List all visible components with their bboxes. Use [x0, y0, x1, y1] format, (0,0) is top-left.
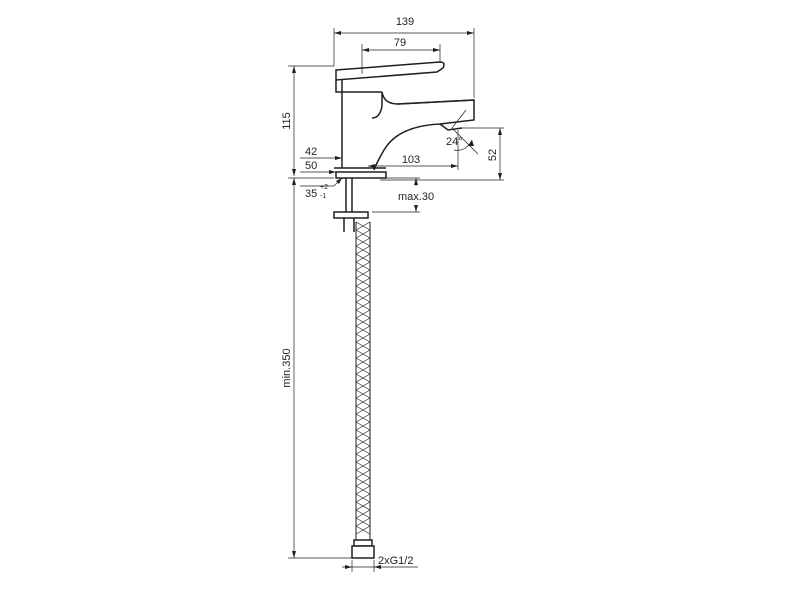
dim-max-thickness — [372, 177, 420, 213]
label-connection: 2xG1/2 — [378, 555, 413, 567]
dim-spout-angle — [451, 109, 479, 155]
mounting-assembly — [333, 178, 369, 232]
dim-total-width — [333, 28, 475, 98]
label-hole-diameter: 35 — [305, 188, 317, 200]
label-total-width: 139 — [396, 16, 414, 28]
dim-lever-width — [361, 44, 441, 74]
label-hole-tol-minus: -1 — [320, 193, 326, 200]
label-max-thickness: max.30 — [398, 191, 434, 203]
label-lever-width: 79 — [394, 37, 406, 49]
dim-height — [288, 65, 334, 176]
label-base-offset-top: 42 — [305, 146, 317, 158]
dim-hose-length — [288, 177, 352, 559]
label-spout-angle: 24° — [446, 136, 463, 148]
dim-spout-height — [380, 127, 504, 181]
hose-connector — [351, 539, 375, 559]
label-base-offset-bottom: 50 — [305, 160, 317, 172]
label-spout-height: 52 — [487, 149, 499, 161]
label-hose-length: min.350 — [281, 348, 293, 387]
braided-hose — [355, 221, 371, 540]
label-height: 115 — [281, 112, 293, 130]
dim-connection — [342, 560, 418, 572]
label-spout-reach: 103 — [402, 154, 420, 166]
dim-base-offsets — [300, 156, 342, 174]
label-hole-tol-plus: +2 — [320, 184, 328, 191]
faucet-body — [334, 61, 475, 179]
dim-hole-diameter — [300, 177, 343, 187]
